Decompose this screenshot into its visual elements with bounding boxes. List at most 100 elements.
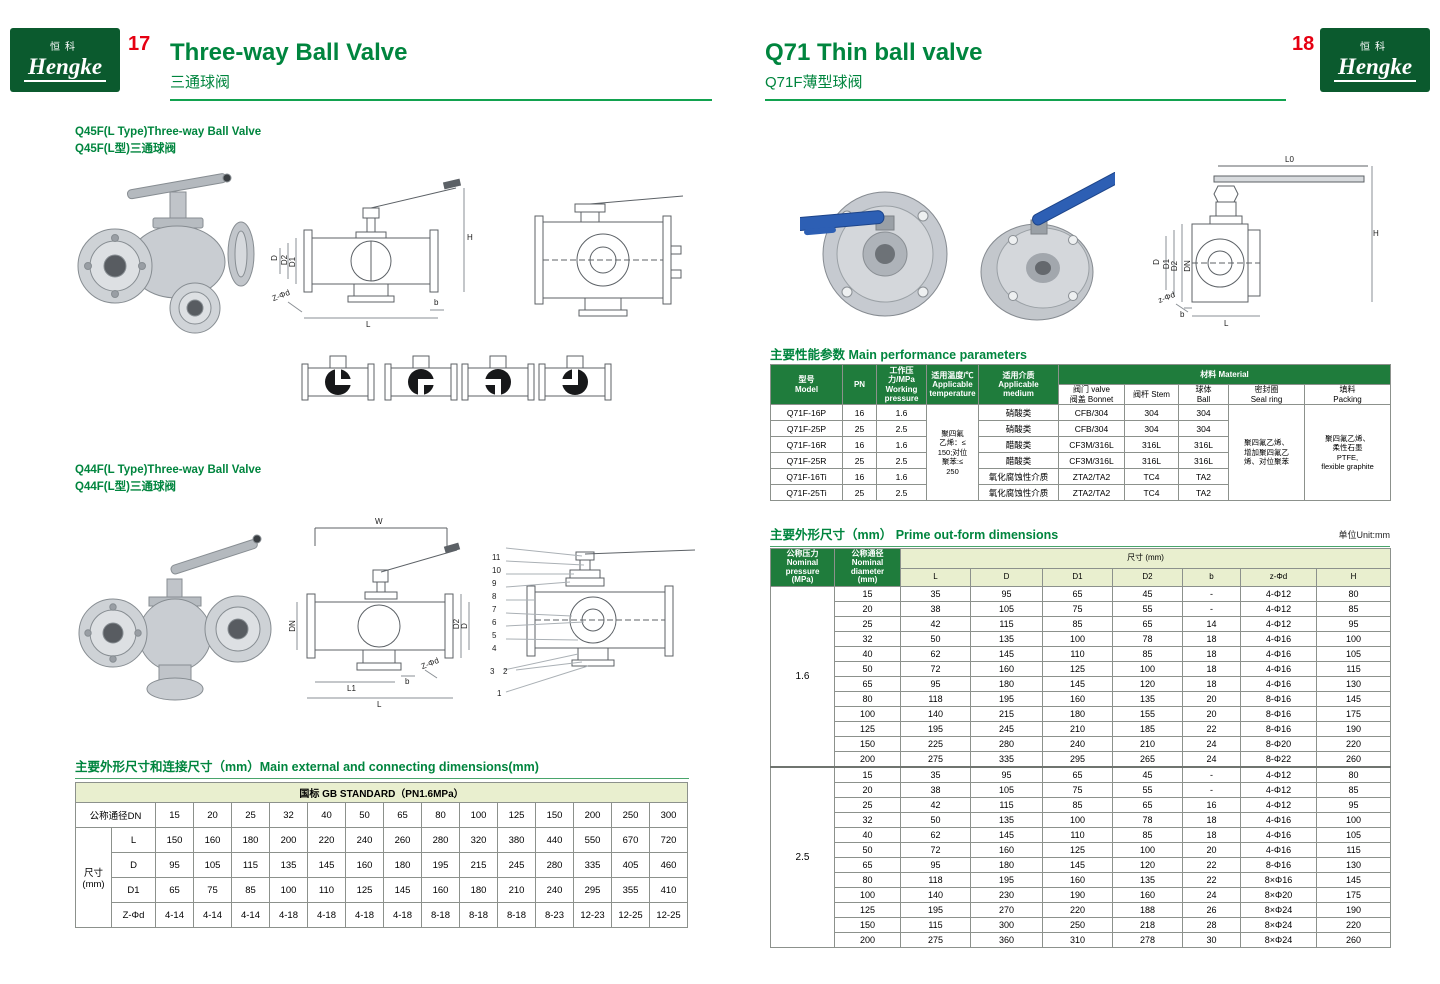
dim-cell: 4-Φ16 bbox=[1240, 646, 1317, 662]
dim-cell: 4-Φ16 bbox=[1240, 676, 1317, 692]
dn-cell: 32 bbox=[834, 631, 901, 647]
q44f-valve-photo bbox=[75, 505, 275, 710]
perf-cell-bonnet: ZTA2/TA2 bbox=[1058, 468, 1125, 485]
q45f-section-drawing bbox=[515, 186, 710, 336]
dn-cell: 125 bbox=[834, 721, 901, 737]
outline-dimensions-table: 公称压力 Nominal pressure (MPa) 公称通径 Nominal… bbox=[770, 548, 1392, 948]
dim-value-cell: 8-18 bbox=[497, 902, 536, 928]
dn-value-cell: 40 bbox=[307, 802, 346, 828]
col-header-D: D bbox=[970, 568, 1043, 587]
dim-cell: 85 bbox=[1315, 601, 1392, 617]
perf-cell-stem: TC4 bbox=[1124, 468, 1179, 485]
part-number: 6 bbox=[492, 618, 497, 627]
dim-value-cell: 65 bbox=[155, 877, 194, 903]
dim-cell: 20 bbox=[1182, 842, 1241, 858]
dim-value-cell: 220 bbox=[307, 827, 346, 853]
q45f-valve-photo bbox=[75, 166, 270, 334]
dim-cell: 8×Φ20 bbox=[1240, 887, 1317, 903]
outline-dims-heading-text: 主要外形尺寸（mm） Prime out-form dimensions bbox=[770, 528, 1059, 542]
dim-cell: 18 bbox=[1182, 676, 1241, 692]
dim-cell: 55 bbox=[1112, 601, 1183, 617]
perf-cell-stem: TC4 bbox=[1124, 484, 1179, 501]
col-header-working-pressure: 工作压力/MPa Working pressure bbox=[876, 364, 927, 405]
dim-value-cell: 355 bbox=[611, 877, 650, 903]
logo-brand-en: Hengke bbox=[1333, 55, 1417, 82]
temperature-merged-cell: 聚四氟 乙烯：≤ 150;对位 聚苯:≤ 250 bbox=[926, 404, 979, 501]
dn-value-cell: 250 bbox=[611, 802, 650, 828]
dim-cell: 140 bbox=[900, 887, 971, 903]
dim-cell: 160 bbox=[1042, 872, 1113, 888]
right-page-title: Q71 Thin ball valve bbox=[765, 39, 983, 66]
row-label-cell: D bbox=[111, 852, 156, 878]
dim-cell: 225 bbox=[900, 736, 971, 752]
col-header-pn: PN bbox=[842, 364, 877, 405]
dim-cell: 145 bbox=[1042, 676, 1113, 692]
dim-cell: 115 bbox=[970, 797, 1043, 813]
dim-cell: 260 bbox=[1315, 932, 1392, 948]
dim-value-cell: 280 bbox=[535, 852, 574, 878]
col-header-D2: D2 bbox=[1112, 568, 1183, 587]
q71f-valve-photo-side bbox=[965, 171, 1123, 327]
dim-cell: 4-Φ12 bbox=[1240, 616, 1317, 632]
dim-value-cell: 160 bbox=[345, 852, 384, 878]
dim-cell: 8-Φ20 bbox=[1240, 736, 1317, 752]
dn-value-cell: 125 bbox=[497, 802, 536, 828]
dim-cell: 20 bbox=[1182, 691, 1241, 707]
perf-cell-ball: 304 bbox=[1178, 420, 1229, 437]
dim-label-D1: D1 bbox=[288, 256, 298, 268]
dim-cell: 135 bbox=[970, 812, 1043, 828]
dim-cell: 35 bbox=[900, 766, 971, 783]
dim-cell: 280 bbox=[970, 736, 1043, 752]
dim-value-cell: 95 bbox=[155, 852, 194, 878]
dim-cell: 115 bbox=[900, 917, 971, 933]
col-header-b: b bbox=[1182, 568, 1241, 587]
dim-cell: 8-Φ22 bbox=[1240, 751, 1317, 768]
dim-cell: 120 bbox=[1112, 857, 1183, 873]
q45f-title-cn: Q45F(L型)三通球阀 bbox=[75, 143, 176, 156]
dim-cell: 145 bbox=[970, 646, 1043, 662]
dn-cell: 32 bbox=[834, 812, 901, 828]
dim-cell: 100 bbox=[1315, 631, 1392, 647]
dn-cell: 125 bbox=[834, 902, 901, 918]
dim-cell: 180 bbox=[970, 676, 1043, 692]
dim-cell: 4-Φ16 bbox=[1240, 812, 1317, 828]
perf-cell-pressure: 2.5 bbox=[876, 420, 927, 437]
dim-cell: 190 bbox=[1315, 721, 1392, 737]
perf-cell-stem: 316L bbox=[1124, 452, 1179, 469]
valve-line-drawing bbox=[279, 178, 465, 319]
dn-label-cell: 公称通径DN bbox=[75, 802, 156, 828]
dim-value-cell: 115 bbox=[231, 852, 270, 878]
dim-cell: 38 bbox=[900, 601, 971, 617]
dim-cell: 270 bbox=[970, 902, 1043, 918]
dim-cell: 100 bbox=[1112, 661, 1183, 677]
dim-cell: 85 bbox=[1042, 616, 1113, 632]
dim-value-cell: 160 bbox=[193, 827, 232, 853]
part-number: 1 bbox=[497, 689, 502, 698]
dim-cell: 18 bbox=[1182, 827, 1241, 843]
dim-cell: 24 bbox=[1182, 751, 1241, 768]
packing-merged-cell: 聚四氟乙烯、 柔性石墨 PTFE, flexible graphite bbox=[1303, 404, 1392, 501]
dn-cell: 20 bbox=[834, 601, 901, 617]
dim-label-L: L bbox=[366, 320, 371, 329]
dim-value-cell: 180 bbox=[231, 827, 270, 853]
dim-value-cell: 110 bbox=[307, 877, 346, 903]
dim-label-b: b bbox=[1180, 310, 1185, 319]
dim-cell: 105 bbox=[1315, 646, 1392, 662]
dim-value-cell: 105 bbox=[193, 852, 232, 878]
dim-cell: 180 bbox=[1042, 706, 1113, 722]
dim-label-L: L bbox=[1224, 319, 1229, 328]
dn-cell: 40 bbox=[834, 827, 901, 843]
dim-value-cell: 215 bbox=[459, 852, 498, 878]
dn-value-cell: 80 bbox=[421, 802, 460, 828]
dim-cell: 4-Φ16 bbox=[1240, 631, 1317, 647]
dim-cell: 215 bbox=[970, 706, 1043, 722]
dim-cell: 310 bbox=[1042, 932, 1113, 948]
col-header-stem: 阀杆 Stem bbox=[1124, 384, 1179, 405]
dim-cell: 115 bbox=[1315, 842, 1392, 858]
dim-value-cell: 4-14 bbox=[231, 902, 270, 928]
part-number: 8 bbox=[492, 592, 497, 601]
dim-value-cell: 8-18 bbox=[421, 902, 460, 928]
dim-label-L0: L0 bbox=[1285, 155, 1294, 164]
